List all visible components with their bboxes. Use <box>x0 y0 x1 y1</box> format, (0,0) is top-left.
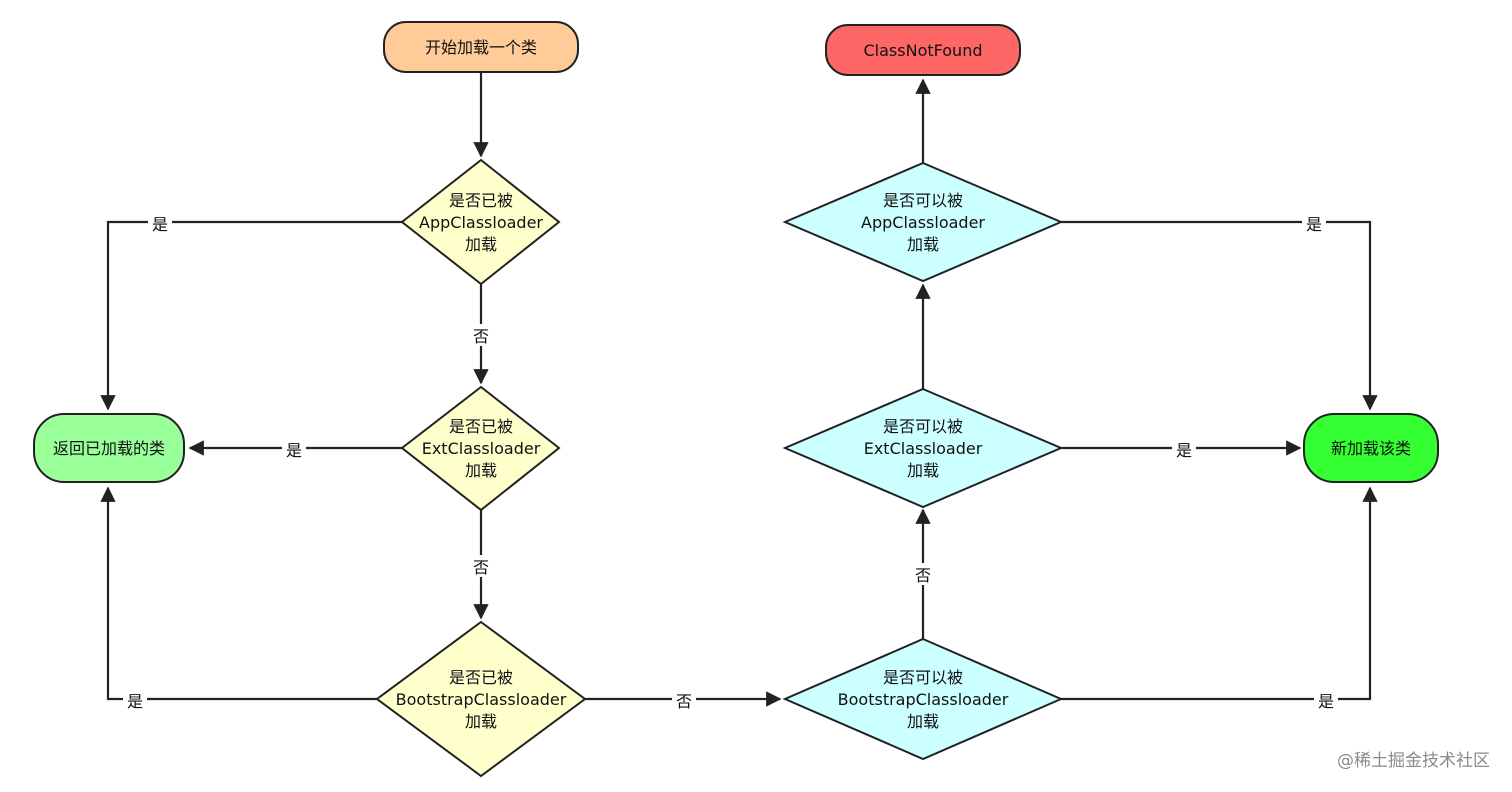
svg-text:否: 否 <box>473 327 489 346</box>
svg-text:是: 是 <box>286 441 302 460</box>
node-ext-check-line3: 加载 <box>465 461 497 480</box>
node-start: 开始加载一个类 <box>383 21 579 73</box>
node-can-boot-line1: 是否可以被 <box>883 668 963 687</box>
node-boot-check-line2: BootstrapClassloader <box>396 690 567 709</box>
edge-labels: 是 否 是 否 是 否 否 是 <box>123 212 1338 711</box>
node-can-app-shape <box>782 161 1064 283</box>
node-boot-check-line3: 加载 <box>465 712 497 731</box>
node-can-boot-line3: 加载 <box>907 712 939 731</box>
label-ext-check-no: 否 <box>469 555 493 577</box>
svg-text:否: 否 <box>676 692 692 711</box>
node-ext-check-line1: 是否已被 <box>449 417 513 436</box>
edge-app-check-to-return <box>100 220 402 411</box>
node-can-ext: 是否可以被 ExtClassloader 加载 <box>782 387 1064 509</box>
node-ext-check: 是否已被 ExtClassloader 加载 <box>400 385 561 512</box>
label-can-ext-yes: 是 <box>1172 438 1196 460</box>
edge-can-app-to-new-load <box>1061 220 1378 411</box>
node-app-check-line2: AppClassloader <box>419 213 543 232</box>
node-app-check-shape <box>400 158 561 286</box>
node-can-boot-line2: BootstrapClassloader <box>838 690 1009 709</box>
node-app-check: 是否已被 AppClassloader 加载 <box>400 158 561 286</box>
label-app-check-yes: 是 <box>148 212 172 234</box>
edge-can-boot-to-new-load <box>1061 486 1378 701</box>
node-can-ext-line1: 是否可以被 <box>883 417 963 436</box>
svg-text:否: 否 <box>915 566 931 585</box>
node-app-check-line1: 是否已被 <box>449 191 513 210</box>
node-new-load: 新加载该类 <box>1303 413 1439 483</box>
label-can-boot-no: 否 <box>911 563 935 585</box>
label-can-boot-yes: 是 <box>1314 689 1338 711</box>
svg-text:是: 是 <box>152 215 168 234</box>
node-can-app-line1: 是否可以被 <box>883 191 963 210</box>
node-new-load-shape <box>1303 413 1439 483</box>
node-can-boot-shape <box>782 637 1064 761</box>
node-app-check-line3: 加载 <box>465 235 497 254</box>
node-return-loaded-shape <box>33 413 185 483</box>
node-can-boot: 是否可以被 BootstrapClassloader 加载 <box>782 637 1064 761</box>
node-can-ext-shape <box>782 387 1064 509</box>
node-can-app: 是否可以被 AppClassloader 加载 <box>782 161 1064 283</box>
node-can-ext-line2: ExtClassloader <box>864 439 983 458</box>
label-ext-check-yes: 是 <box>282 438 306 460</box>
node-not-found-shape <box>825 24 1021 76</box>
node-return-loaded-label: 返回已加载的类 <box>53 439 165 458</box>
svg-text:是: 是 <box>1176 441 1192 460</box>
svg-text:是: 是 <box>1306 215 1322 234</box>
node-start-shape <box>383 21 579 73</box>
node-boot-check-shape <box>375 620 587 778</box>
node-boot-check: 是否已被 BootstrapClassloader 加载 <box>375 620 587 778</box>
label-can-app-yes: 是 <box>1302 212 1326 234</box>
node-ext-check-shape <box>400 385 561 512</box>
edges <box>100 72 1378 707</box>
node-not-found: ClassNotFound <box>825 24 1021 76</box>
node-boot-check-line1: 是否已被 <box>449 668 513 687</box>
node-not-found-label: ClassNotFound <box>864 41 983 60</box>
node-ext-check-line2: ExtClassloader <box>422 439 541 458</box>
node-return-loaded: 返回已加载的类 <box>33 413 185 483</box>
svg-text:是: 是 <box>1318 692 1334 711</box>
node-can-app-line3: 加载 <box>907 235 939 254</box>
svg-text:是: 是 <box>127 692 143 711</box>
node-can-app-line2: AppClassloader <box>861 213 985 232</box>
label-boot-check-yes: 是 <box>123 689 147 711</box>
node-new-load-label: 新加载该类 <box>1331 439 1411 458</box>
node-can-ext-line3: 加载 <box>907 461 939 480</box>
node-start-label: 开始加载一个类 <box>425 38 537 57</box>
watermark: @稀土掘金技术社区 <box>1337 751 1490 771</box>
label-boot-check-no: 否 <box>672 689 696 711</box>
edge-boot-check-to-return <box>100 486 377 701</box>
svg-text:否: 否 <box>473 558 489 577</box>
label-app-check-no: 否 <box>469 324 493 346</box>
